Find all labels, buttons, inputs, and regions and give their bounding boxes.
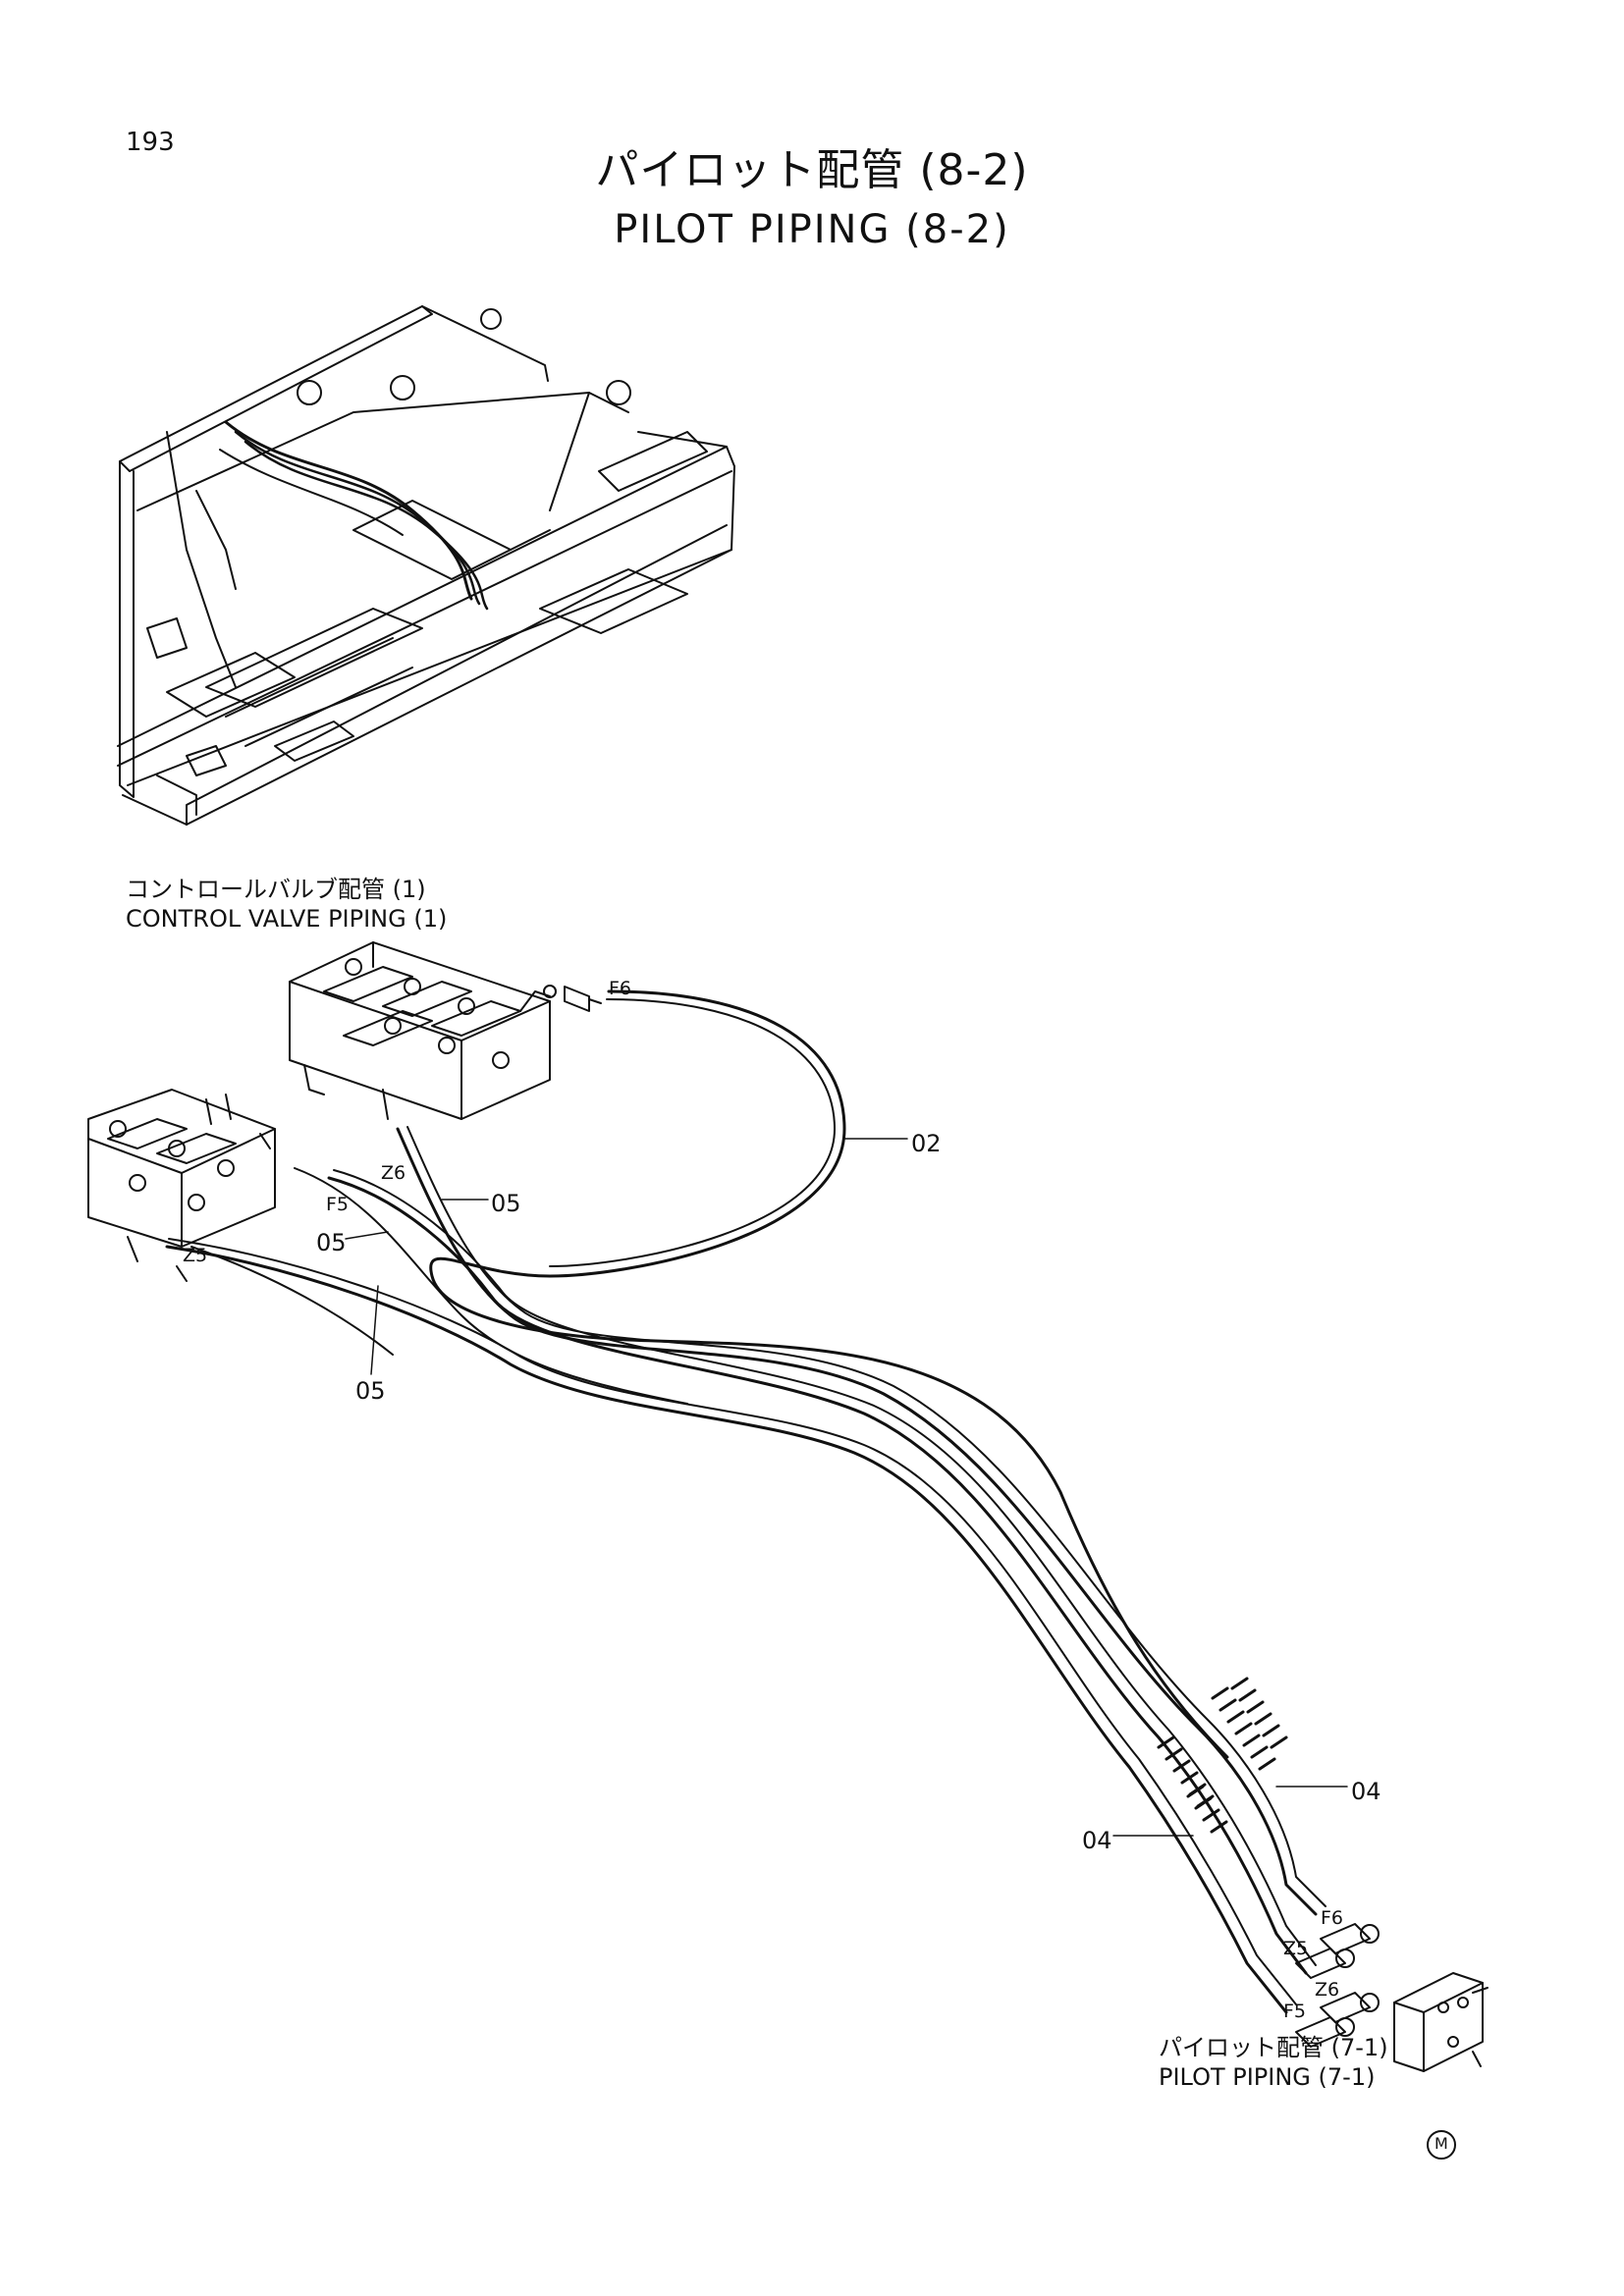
port-label-f6-lower: F6	[1321, 1907, 1344, 1929]
callout-05-upper: 05	[491, 1190, 521, 1217]
port-label-f6-upper: F6	[609, 978, 632, 999]
port-label-z6-lower: Z6	[1315, 1979, 1340, 2001]
callout-04-right: 04	[1351, 1778, 1381, 1805]
port-label-z6-upper: Z6	[381, 1162, 406, 1184]
page-title-english: PILOT PIPING (8-2)	[614, 207, 1010, 252]
pilot-valve-block	[1393, 1972, 1489, 2072]
page-number: 193	[126, 128, 175, 157]
control-valve-block-lower	[87, 1089, 276, 1282]
hose-05-f5	[327, 1176, 1308, 1975]
control-valve-reference-jp: コントロールバルブ配管 (1)	[126, 876, 426, 903]
page-title-japanese: パイロット配管 (8-2)	[595, 145, 1029, 195]
hose-fitting-ribs	[1157, 1677, 1288, 1834]
m-mark	[1427, 2130, 1456, 2160]
pilot-piping-reference-jp: パイロット配管 (7-1)	[1159, 2034, 1388, 2061]
lower-connectors	[1295, 1923, 1380, 2048]
leader-05-middle	[345, 1231, 389, 1240]
control-valve-block-upper	[289, 941, 602, 1120]
port-label-f5-lower: F5	[1283, 2001, 1307, 2022]
machine-frame-illustration	[117, 305, 735, 826]
hose-05-z6	[396, 1127, 1318, 1916]
callout-02: 02	[911, 1130, 942, 1157]
callout-05-middle: 05	[316, 1229, 347, 1256]
m-mark-letter: M	[1435, 2134, 1448, 2153]
pilot-piping-reference-en: PILOT PIPING (7-1)	[1159, 2063, 1376, 2091]
callout-04-left: 04	[1082, 1827, 1112, 1854]
hose-02	[429, 989, 1229, 1759]
callout-05-lower: 05	[355, 1377, 386, 1405]
leader-05-lower	[370, 1285, 379, 1375]
control-valve-reference-en: CONTROL VALVE PIPING (1)	[126, 905, 448, 933]
hose-05-z5	[165, 1245, 1288, 2014]
port-label-f5-upper: F5	[326, 1194, 350, 1215]
